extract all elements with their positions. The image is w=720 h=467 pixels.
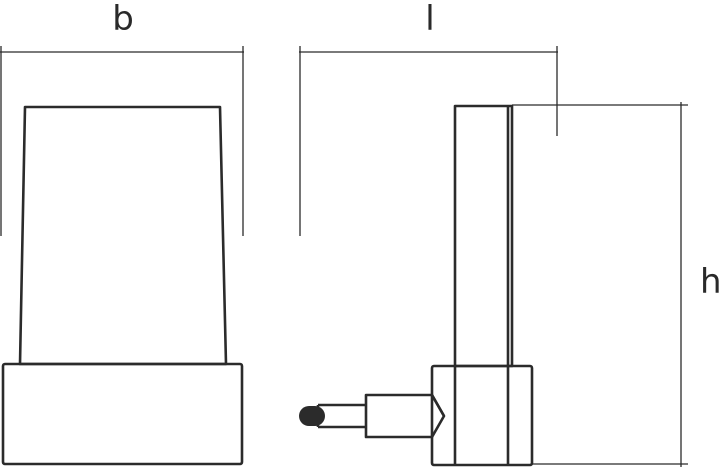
front-base xyxy=(1,362,244,466)
plug xyxy=(299,393,446,439)
front-view xyxy=(1,105,244,466)
plug-chevron-top xyxy=(430,394,446,417)
height-label: h xyxy=(700,262,720,302)
front-housing-body xyxy=(18,105,228,366)
side-base xyxy=(430,364,534,467)
side-view xyxy=(430,104,534,467)
plug-body xyxy=(364,393,446,439)
width-label: b xyxy=(112,0,134,39)
width-dimension: b xyxy=(0,0,244,236)
length-label: l xyxy=(425,0,434,39)
plug-pin-tip xyxy=(299,406,325,426)
length-dimension: l xyxy=(299,0,558,236)
height-dimension: h xyxy=(512,102,720,467)
side-housing-body xyxy=(453,104,514,368)
